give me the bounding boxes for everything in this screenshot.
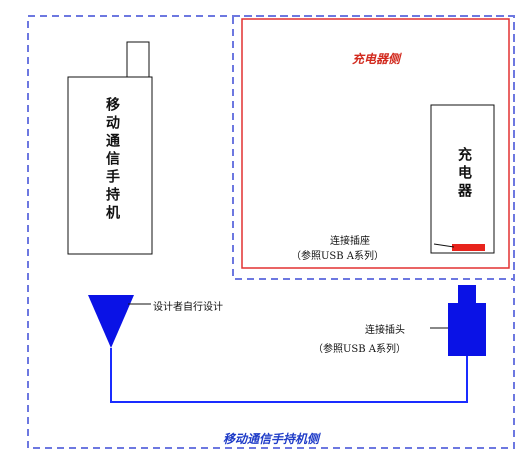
- socket-leader-line: [433, 243, 455, 248]
- connection-plug-body: [448, 303, 486, 356]
- connecting-cable: [110, 348, 468, 403]
- charger-label: 充电器: [456, 147, 472, 201]
- connection-socket: [452, 244, 485, 251]
- plug-label-line2: （参照USB A系列）: [313, 344, 407, 355]
- phone-antenna-stub: [126, 41, 150, 78]
- charger-side-frame: [241, 18, 510, 269]
- phone-body: [67, 76, 153, 255]
- connection-plug-head: [458, 285, 476, 303]
- phone-label: 移动通信手持机: [104, 97, 120, 223]
- charger-side-title: 充电器侧: [352, 52, 401, 66]
- phone-side-title: 移动通信手持机侧: [223, 432, 320, 446]
- socket-label-line1: 连接插座: [330, 236, 370, 247]
- charger-body: [430, 104, 495, 254]
- antenna-label: 设计者自行设计: [153, 302, 223, 313]
- charger-dashed-frame: [232, 15, 515, 280]
- plug-label-line1: 连接插头: [365, 325, 405, 336]
- antenna-triangle: [88, 295, 134, 348]
- socket-label-line2: （参照USB A系列）: [291, 251, 385, 262]
